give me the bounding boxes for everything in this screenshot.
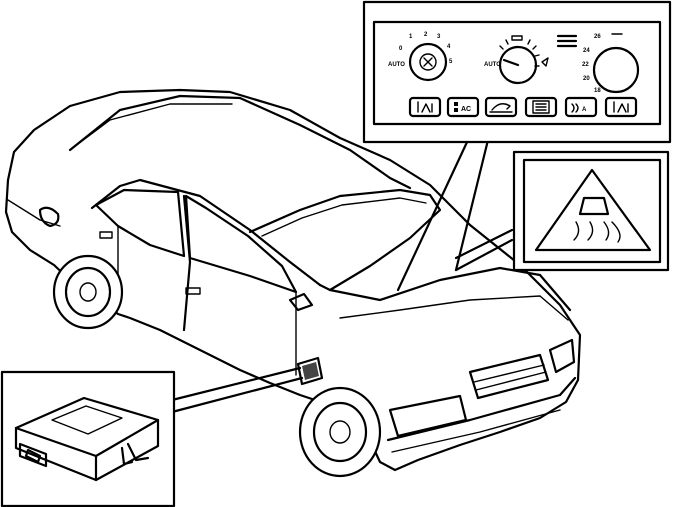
svg-text:A: A — [582, 107, 587, 113]
fan-scale-3: 3 — [437, 34, 441, 40]
traction-warning-triangle-icon — [534, 168, 652, 252]
seat-heater-left-button[interactable] — [408, 96, 442, 118]
skidding-car-icon — [578, 196, 610, 216]
temp-scale-26: 26 — [594, 34, 601, 40]
climate-panel-callout: AUTO 0 1 2 3 4 5 AUTO 26 24 22 — [362, 0, 672, 144]
fan-scale-4: 4 — [447, 44, 451, 50]
ac-button[interactable]: AC — [446, 96, 480, 118]
fan-speed-dial[interactable]: AUTO 0 1 2 3 4 5 — [388, 32, 453, 82]
air-distribution-dial[interactable]: AUTO — [484, 35, 549, 85]
fan-scale-0: 0 — [399, 46, 403, 52]
temp-scale-20: 20 — [583, 76, 590, 82]
recirculation-button[interactable] — [484, 96, 518, 118]
temp-scale-18: 18 — [594, 88, 601, 94]
temp-scale-24: 24 — [583, 48, 590, 54]
fan-scale-5: 5 — [449, 59, 453, 65]
car-illustration — [4, 88, 582, 478]
fan-scale-1: 1 — [409, 34, 413, 40]
ac-label: AC — [461, 106, 471, 113]
temperature-dial[interactable]: 26 24 22 20 18 — [582, 33, 640, 94]
vent-indicator-icon — [556, 34, 578, 48]
rear-defrost-button[interactable] — [524, 96, 558, 118]
control-module-icon — [14, 396, 160, 482]
defrost-auto-button[interactable]: A — [564, 96, 598, 118]
seat-heater-right-button[interactable] — [604, 96, 638, 118]
traction-warning-callout — [512, 150, 670, 272]
fan-auto-label: AUTO — [388, 62, 405, 68]
mode-auto-label: AUTO — [484, 62, 501, 68]
button-row: AC A — [408, 96, 638, 118]
temp-scale-22: 22 — [582, 62, 589, 68]
fan-scale-2: 2 — [424, 32, 428, 38]
control-module-callout — [0, 370, 176, 507]
